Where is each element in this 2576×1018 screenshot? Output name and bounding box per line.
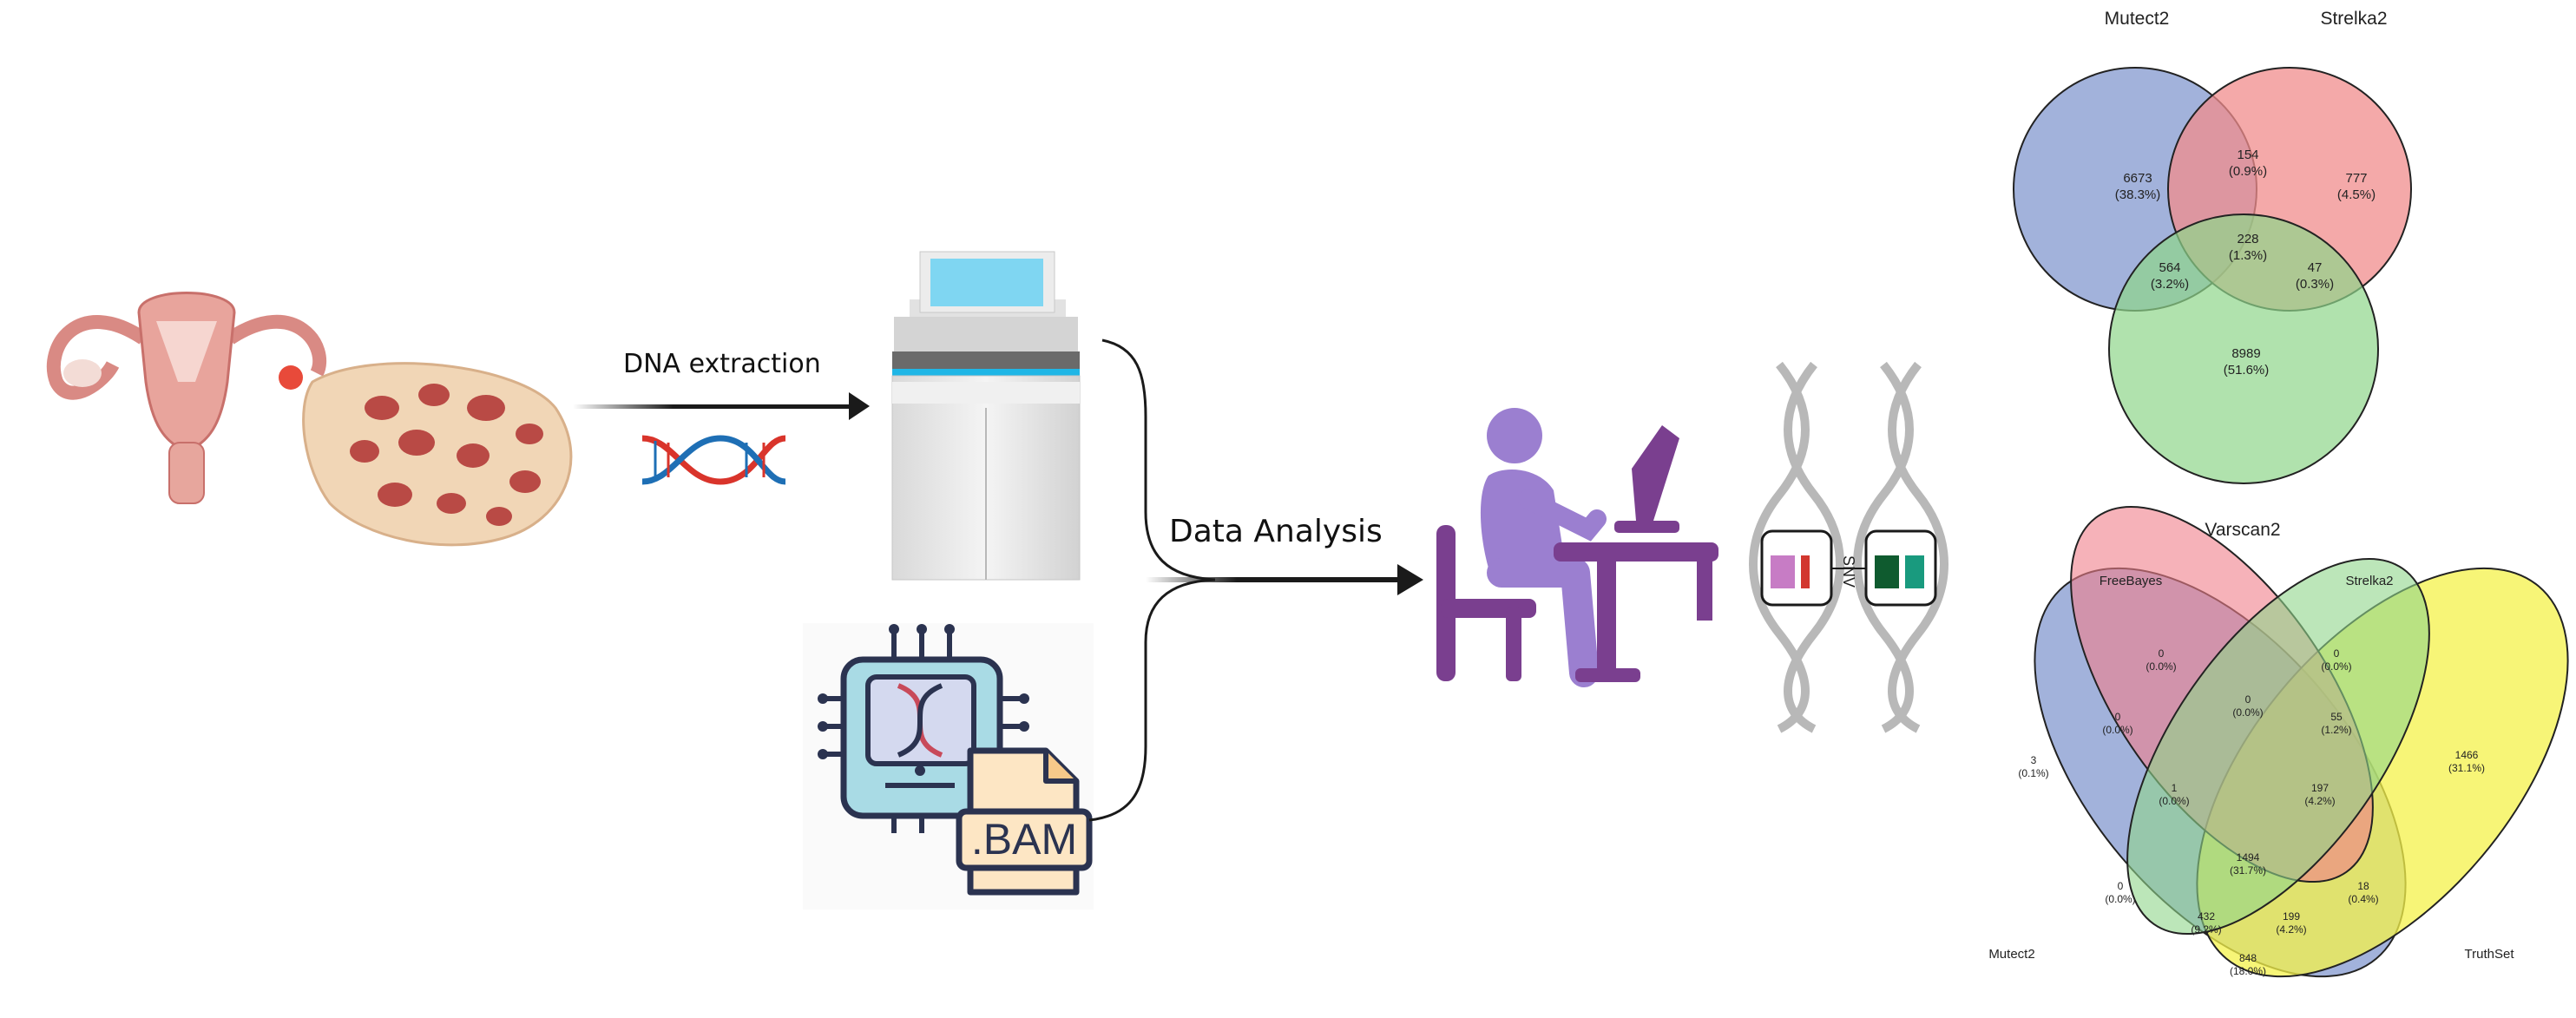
venn3-region-labels: 6673(38.3%) 154 (0.9%) 777(4.5%) 228 (1.3%) 56… [2115, 148, 2376, 378]
dna-extraction-arrow [573, 392, 870, 420]
venn4-region-pct: (4.2%) [2304, 795, 2335, 807]
venn4-region-pct: (0.1%) [2018, 767, 2048, 779]
venn4-region-count: 0 [2115, 711, 2121, 723]
person-at-computer-icon [1436, 408, 1718, 687]
venn4-region-count: 18 [2357, 880, 2369, 892]
venn3-region-pct: (4.5%) [2337, 187, 2376, 202]
venn3-region-count: 154 [2237, 148, 2258, 162]
venn4-region-pct: (31.1%) [2448, 762, 2485, 774]
venn4-region-count: 199 [2283, 910, 2300, 923]
venn3-region-count: 6673 [2123, 171, 2152, 186]
venn4-label-freebayes: FreeBayes [2100, 574, 2163, 588]
venn3-region-pct: (1.3%) [2229, 248, 2267, 263]
dna-extraction-label: DNA extraction [623, 349, 821, 379]
venn4-region-count: 1494 [2237, 851, 2260, 864]
snv-label: SNV [1840, 555, 1857, 588]
venn4-region-count: 0 [2118, 880, 2124, 892]
uterus-ovary-illustration [46, 292, 573, 547]
venn3-region-count: 8989 [2231, 346, 2260, 361]
venn4-diagram [2034, 505, 2569, 978]
venn4-region-count: 0 [2334, 647, 2340, 660]
venn3-label-mutect2: Mutect2 [2105, 9, 2170, 29]
snv-dna-strands-icon [1749, 361, 1948, 733]
venn4-set-strelka2 [2126, 557, 2430, 936]
venn4-region-pct: (0.0%) [2105, 893, 2135, 905]
venn4-region-pct: (0.0%) [2159, 795, 2189, 807]
bam-label: .BAM [971, 815, 1077, 864]
venn4-region-pct: (0.0%) [2321, 660, 2351, 673]
venn4-region-count: 848 [2239, 952, 2257, 964]
venn4-region-pct: (0.0%) [2102, 724, 2132, 736]
venn4-region-count: 197 [2311, 782, 2329, 794]
data-analysis-arrow [1146, 564, 1423, 595]
venn4-region-count: 3 [2031, 754, 2037, 766]
venn3-region-pct: (0.3%) [2296, 277, 2334, 292]
venn4-region-pct: (0.0%) [2232, 706, 2263, 719]
venn4-region-count: 0 [2159, 647, 2165, 660]
venn3-set-varscan2 [2108, 213, 2379, 484]
venn3-region-pct: (0.9%) [2229, 164, 2267, 179]
venn3-label-strelka2: Strelka2 [2320, 9, 2387, 29]
venn4-region-pct: (1.2%) [2321, 724, 2351, 736]
venn4-region-pct: (18.0%) [2230, 965, 2266, 977]
venn3-region-count: 47 [2308, 260, 2323, 275]
venn4-region-count: 0 [2245, 693, 2251, 706]
venn4-region-labels: 0(0.0%)0(0.0%)0(0.0%)0(0.0%)55(1.2%)3(0.… [2018, 647, 2485, 977]
venn4-region-pct: (4.2%) [2276, 923, 2306, 936]
snv-base-pair-boxes [1760, 529, 1937, 607]
venn4-region-pct: (9.2%) [2191, 923, 2221, 936]
venn4-region-count: 1 [2172, 782, 2178, 794]
venn4-region-pct: (0.0%) [2146, 660, 2176, 673]
venn4-region-pct: (31.7%) [2230, 864, 2266, 877]
venn3-region-pct: (38.3%) [2115, 187, 2161, 202]
venn4-label-truthset: TruthSet [2465, 947, 2515, 962]
bam-file-icon [803, 623, 1094, 910]
venn3-diagram [2013, 67, 2412, 484]
venn3-region-pct: (3.2%) [2151, 277, 2189, 292]
merge-connector [1088, 338, 1216, 822]
venn4-region-count: 55 [2330, 711, 2343, 723]
venn3-region-count: 228 [2237, 232, 2258, 246]
venn3-region-pct: (51.6%) [2224, 363, 2270, 378]
venn3-region-count: 564 [2159, 260, 2180, 275]
sequencer-machine-icon [891, 251, 1081, 581]
venn4-region-count: 432 [2198, 910, 2215, 923]
venn4-label-mutect2: Mutect2 [1988, 947, 2034, 962]
dna-helix-icon [641, 435, 786, 485]
venn4-label-strelka2: Strelka2 [2345, 574, 2393, 588]
venn4-region-pct: (0.4%) [2348, 893, 2378, 905]
venn3-region-count: 777 [2345, 171, 2367, 186]
data-analysis-label: Data Analysis [1169, 514, 1383, 549]
venn3-label-varscan2: Varscan2 [2205, 520, 2280, 540]
venn4-region-count: 1466 [2455, 749, 2479, 761]
